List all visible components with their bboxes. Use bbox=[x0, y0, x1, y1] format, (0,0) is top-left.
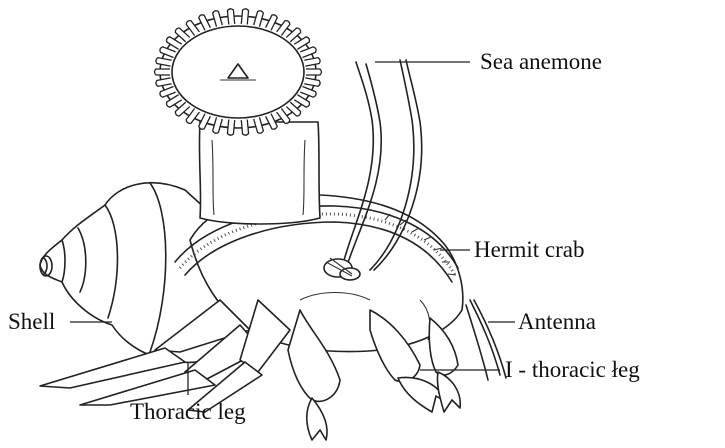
label-antenna: Antenna bbox=[518, 310, 596, 333]
label-sea-anemone: Sea anemone bbox=[480, 50, 602, 73]
tentacle bbox=[227, 9, 234, 25]
tentacle bbox=[241, 9, 248, 25]
tentacle bbox=[306, 69, 322, 75]
tentacle bbox=[227, 120, 234, 136]
tentacle bbox=[241, 120, 248, 136]
label-hermit-crab: Hermit crab bbox=[474, 238, 584, 261]
label-shell: Shell bbox=[8, 310, 55, 333]
tentacle bbox=[155, 69, 171, 75]
label-i-thoracic-leg: I - thoracic łeg bbox=[505, 358, 640, 381]
label-thoracic-leg: Thoracic leg bbox=[130, 400, 246, 423]
